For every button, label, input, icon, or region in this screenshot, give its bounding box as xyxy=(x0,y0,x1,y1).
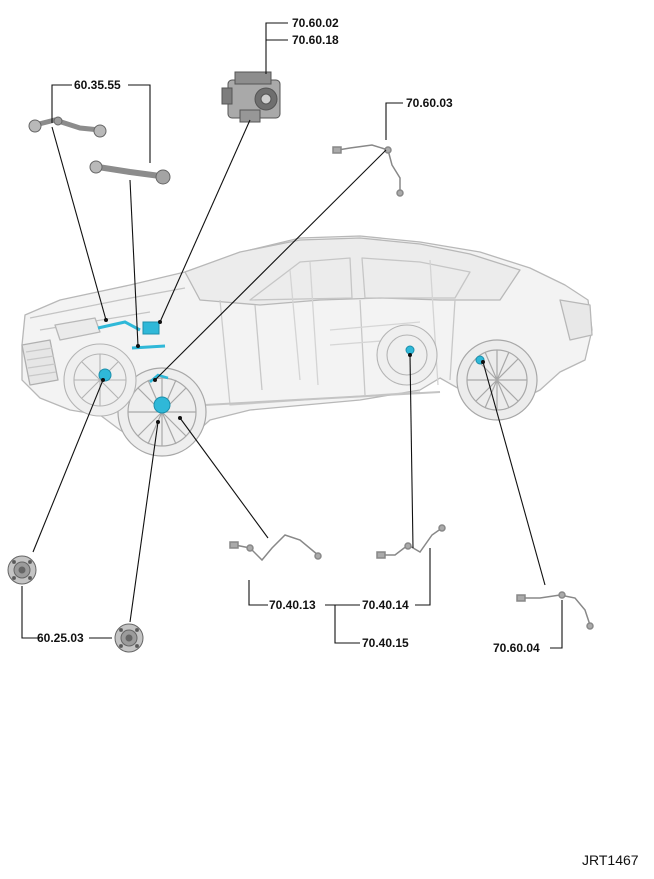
highlight-rear-sensor-left xyxy=(405,345,415,355)
hub-bearing-part-lower xyxy=(114,623,144,653)
figure-code: JRT1467 xyxy=(582,852,639,868)
label-70-60-03: 70.60.03 xyxy=(406,96,453,110)
label-70-40-13: 70.40.13 xyxy=(269,598,316,612)
highlight-front-hub-left xyxy=(98,368,112,382)
highlight-abs-module xyxy=(142,321,160,335)
rear-wheel-right xyxy=(456,339,538,421)
front-wheel-left xyxy=(63,343,137,417)
sensor-70-60-03-part xyxy=(332,144,404,197)
highlight-front-arm xyxy=(97,320,141,332)
front-arm-lower-part xyxy=(89,160,171,185)
highlight-front-sensor xyxy=(149,373,169,383)
hub-bearing-part-upper xyxy=(7,555,37,585)
label-70-40-15: 70.40.15 xyxy=(362,636,409,650)
abs-module-part xyxy=(221,71,281,123)
leader-dots xyxy=(101,318,485,424)
highlight-front-hub-right xyxy=(153,396,171,414)
label-70-60-04: 70.60.04 xyxy=(493,641,540,655)
label-60-35-55: 60.35.55 xyxy=(74,78,121,92)
sensor-70-40-14-part xyxy=(376,524,446,559)
label-60-25-03: 60.25.03 xyxy=(37,631,84,645)
label-70-60-18: 70.60.18 xyxy=(292,33,339,47)
rear-wheel-left xyxy=(376,324,438,386)
label-70-40-14: 70.40.14 xyxy=(362,598,409,612)
highlighted-parts xyxy=(97,320,485,414)
leader-lines xyxy=(21,22,563,649)
sensor-70-60-04-part xyxy=(516,591,594,630)
front-arm-upper-part xyxy=(28,116,107,138)
label-70-60-02: 70.60.02 xyxy=(292,16,339,30)
sensor-70-40-13-part xyxy=(229,534,322,562)
